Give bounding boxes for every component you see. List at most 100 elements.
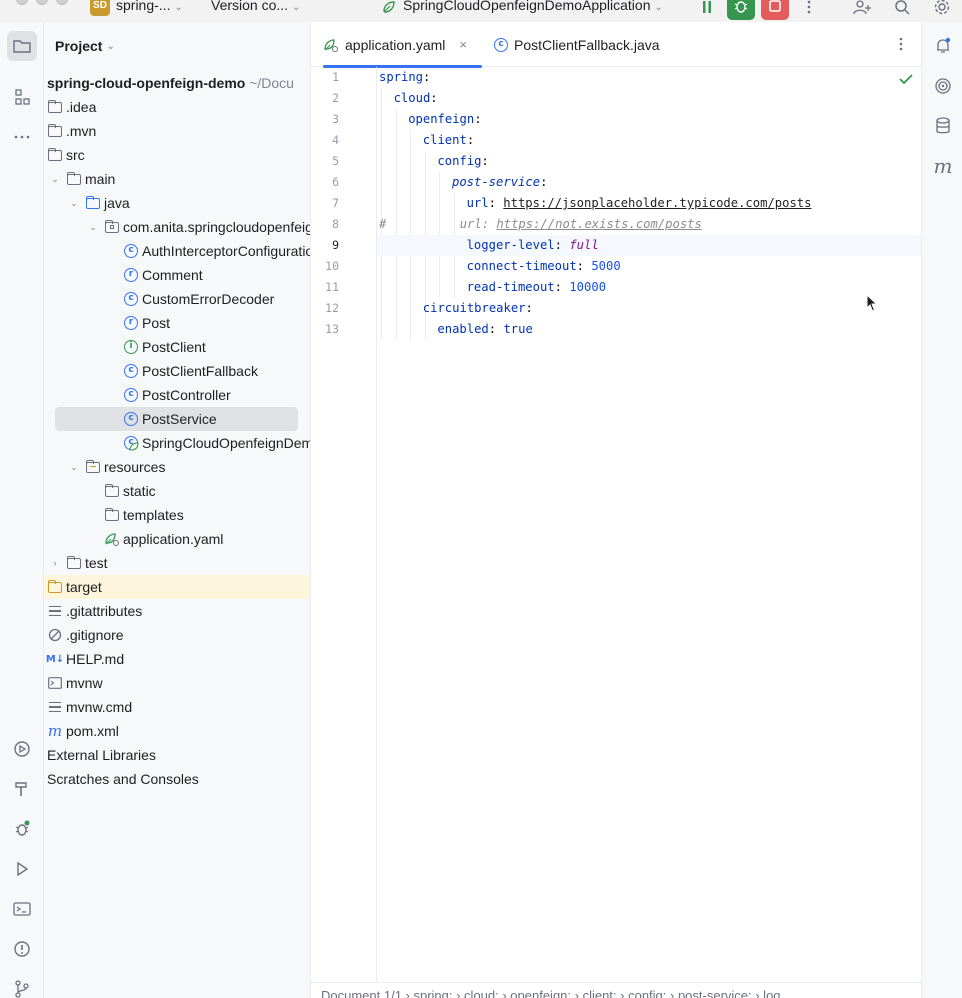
run-tool-button[interactable] [7,854,37,884]
tree-node[interactable]: ⌄com.anita.springcloudopenfeign [44,215,310,239]
build-tool-button[interactable] [7,774,37,804]
git-tool-button[interactable] [7,974,37,998]
code-token: : [554,280,570,294]
chevron-down-icon[interactable]: ⌄ [51,173,59,184]
more-vertical-icon[interactable] [798,0,820,18]
code-editor[interactable]: spring:cloud:openfeign:client:config:pos… [377,67,921,982]
code-line[interactable]: enabled: true [377,319,921,340]
gear-icon[interactable] [931,0,953,18]
terminal-tool-button[interactable] [7,894,37,924]
code-line[interactable]: openfeign: [377,109,921,130]
minimize-window-button[interactable] [36,0,48,5]
tree-node[interactable]: target [44,575,310,599]
add-user-icon[interactable] [851,0,873,18]
record-icon: r [123,267,139,283]
package-icon [104,219,120,235]
tab-application-yaml[interactable]: application.yaml × [323,22,482,68]
database-button[interactable] [928,111,958,141]
tab-postclientfallback-java[interactable]: c PostClientFallback.java [494,22,660,67]
project-tool-button[interactable] [7,31,37,61]
services-tool-button[interactable] [7,734,37,764]
chevron-down-icon[interactable]: ⌄ [89,221,97,232]
tree-node-label: mvnw.cmd [66,699,132,715]
ai-assistant-button[interactable] [928,71,958,101]
project-badge[interactable]: SD [90,0,110,16]
folder-icon [66,555,82,571]
tree-node[interactable]: .gitignore [44,623,310,647]
code-line-content: connect-timeout: 5000 [467,256,621,277]
tree-node[interactable]: ›test [44,551,310,575]
tree-node[interactable]: .idea [44,95,310,119]
code-line[interactable]: config: [377,151,921,172]
project-view-selector[interactable]: Project ⌄ [55,38,115,54]
breadcrumb[interactable]: Document 1/1 › spring: › cloud: › openfe… [311,982,921,998]
more-vertical-icon[interactable] [891,34,911,54]
problems-tool-button[interactable] [7,934,37,964]
tree-node[interactable]: M↓HELP.md [44,647,310,671]
tree-node[interactable]: templates [44,503,310,527]
code-line[interactable]: circuitbreaker: [377,298,921,319]
maven-button[interactable]: m [928,151,958,181]
more-tools-button[interactable] [7,122,37,152]
checkmark-icon[interactable] [899,72,913,88]
stop-button[interactable] [761,0,789,20]
tree-node[interactable]: mvnw.cmd [44,695,310,719]
code-line[interactable]: post-service: [377,172,921,193]
structure-tool-button[interactable] [7,82,37,112]
chevron-down-icon[interactable]: ⌄ [70,461,78,472]
code-line[interactable]: logger-level: full [377,235,921,256]
tree-node[interactable]: static [44,479,310,503]
tree-node[interactable]: mvnw [44,671,310,695]
tree-node[interactable]: External Libraries [44,743,310,767]
code-line[interactable]: url: https://jsonplaceholder.typicode.co… [377,193,921,214]
debug-button[interactable] [727,0,755,20]
code-line[interactable]: client: [377,130,921,151]
project-switcher[interactable]: spring-... ⌄ [116,0,183,13]
close-icon[interactable]: × [459,37,467,52]
tree-node[interactable]: ⌄java [44,191,310,215]
code-line[interactable]: # url: https://not.exists.com/posts [377,214,921,235]
line-number: 5 [332,154,339,168]
chevron-right-icon[interactable]: › [53,558,57,568]
tree-node[interactable]: cSpringCloudOpenfeignDemoApplication [44,431,310,455]
tree-node-text: Post [142,315,171,331]
tree-node[interactable]: ⌄main [44,167,310,191]
code-line[interactable]: cloud: [377,88,921,109]
tree-node[interactable]: spring-cloud-openfeign-demo ~/Docu [44,71,310,95]
tree-node[interactable]: Scratches and Consoles [44,767,310,791]
code-line-content: url: https://jsonplaceholder.typicode.co… [467,193,812,214]
close-window-button[interactable] [16,0,28,5]
debug-tool-button[interactable] [7,814,37,844]
code-line[interactable]: connect-timeout: 5000 [377,256,921,277]
code-line[interactable]: read-timeout: 10000 [377,277,921,298]
tree-node[interactable]: ⌄resources [44,455,310,479]
vcs-widget[interactable]: Version co... ⌄ [211,0,300,13]
tree-node-text: templates [123,507,184,523]
tree-node-label: src [66,147,85,163]
spring-boot-class-icon: c [123,435,139,451]
line-number: 6 [332,175,339,189]
tree-node[interactable]: .gitattributes [44,599,310,623]
tree-node-label: CustomErrorDecoder [142,291,274,307]
notifications-button[interactable] [928,31,958,61]
code-line[interactable]: spring: [377,67,921,88]
tree-node[interactable]: application.yaml [44,527,310,551]
zoom-window-button[interactable] [56,0,68,5]
tree-node[interactable]: src [44,143,310,167]
editor-area: application.yaml × c PostClientFallback.… [311,22,921,998]
tree-node[interactable]: .mvn [44,119,310,143]
search-icon[interactable] [891,0,913,18]
run-config-selector[interactable]: SpringCloudOpenfeignDemoApplication ⌄ [403,0,663,13]
chevron-down-icon[interactable]: ⌄ [70,197,78,208]
pause-icon[interactable] [696,0,718,18]
